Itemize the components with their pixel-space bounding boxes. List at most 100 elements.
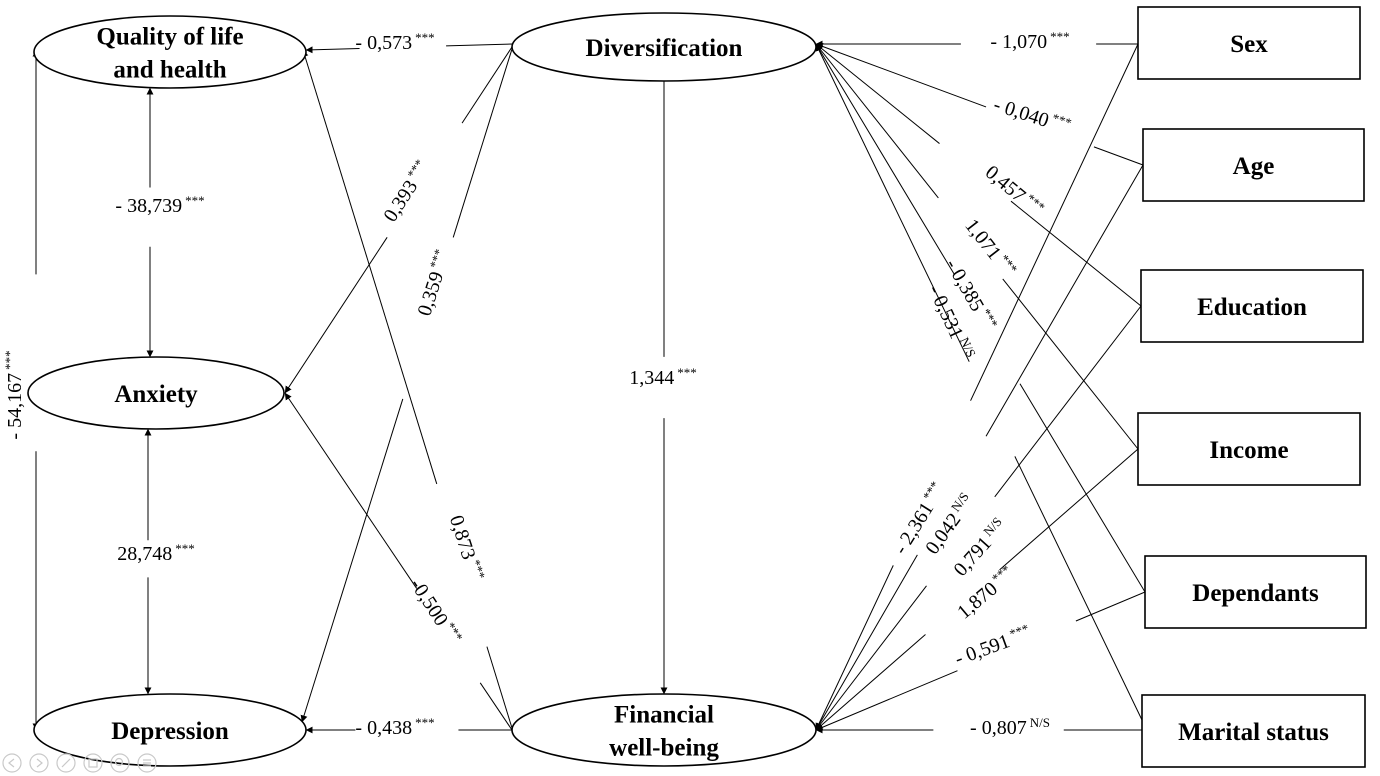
- coef-significance: ***: [404, 156, 427, 181]
- coef-label-education-diversification: 0,457***: [981, 160, 1048, 222]
- coef-value: 0,393: [379, 176, 422, 226]
- path-marital-to-diversification-tail: [1014, 456, 1143, 721]
- path-income-to-fwb-tail: [999, 448, 1139, 571]
- coef-label-qol-anxiety: - 38,739***: [115, 193, 204, 217]
- node-qol-ellipse: [33, 15, 307, 89]
- node-dependants-box: [1144, 555, 1367, 629]
- coef-label-fwb-qol: 0,873***: [445, 512, 489, 584]
- coef-label-diversification-anxiety: 0,393***: [378, 156, 435, 226]
- node-age: Age: [1142, 128, 1365, 202]
- coef-value: - 0,591: [952, 630, 1013, 670]
- coef-value: - 1,070: [990, 31, 1047, 53]
- zoom-icon[interactable]: [110, 753, 130, 773]
- path-dependants-to-diversification-tail: [1019, 383, 1146, 593]
- pen-icon[interactable]: [56, 753, 76, 773]
- path-fwb-to-qol-tail: [486, 646, 513, 729]
- path-diversification-to-depression-tail: [452, 48, 513, 238]
- node-diversification-ellipse: [511, 12, 817, 82]
- path-education-to-diversification-tail: [1010, 200, 1142, 307]
- node-marital-label: Marital status: [1178, 719, 1329, 746]
- node-age-box: [1142, 128, 1365, 202]
- node-marital-box: [1141, 694, 1366, 768]
- coef-significance: ***: [1007, 621, 1030, 642]
- coef-value: 0,873: [445, 513, 480, 563]
- node-anxiety-ellipse: [27, 356, 285, 430]
- coef-significance: ***: [989, 562, 1014, 586]
- node-dependants-label: Dependants: [1192, 580, 1319, 607]
- path-fwb-to-anxiety-tail: [479, 682, 513, 731]
- coef-label-fwb-anxiety: -0,500***: [406, 574, 467, 649]
- path-diversification-to-anxiety-tail: [461, 46, 513, 124]
- path-income-to-diversification-tail: [1002, 278, 1139, 450]
- path-diversification-to-depression-head: [300, 398, 404, 723]
- path-income-to-diversification-head: [815, 43, 939, 199]
- coef-label-diversification-qol: - 0,573***: [355, 30, 434, 54]
- path-dependants-to-diversification-head: [815, 43, 955, 275]
- coef-significance: ***: [979, 306, 1002, 330]
- paths-layer: [32, 40, 1146, 734]
- node-education-label: Education: [1197, 294, 1307, 321]
- grid-icon[interactable]: [83, 753, 103, 773]
- coef-significance: ***: [997, 252, 1021, 277]
- coef-value: 1,870: [953, 578, 1002, 624]
- node-dependants: Dependants: [1144, 555, 1367, 629]
- coef-value: 1,344: [629, 367, 674, 389]
- coef-significance: ***: [426, 247, 446, 270]
- node-depression-ellipse: [33, 693, 307, 767]
- path-sex-to-fwb-tail: [970, 43, 1139, 401]
- coef-value: 0,359: [413, 269, 448, 319]
- node-sex-box: [1137, 6, 1361, 80]
- node-fwb-label-line: Financial: [614, 702, 714, 729]
- node-age-label: Age: [1233, 153, 1275, 180]
- node-sex: Sex: [1137, 6, 1361, 80]
- node-income-label: Income: [1209, 437, 1288, 464]
- node-depression-label-line: Depression: [111, 718, 229, 745]
- path-age-to-diversification-head: [815, 43, 987, 108]
- coef-label-diversification-depression: 0,359***: [412, 247, 456, 319]
- viewer-controls: [2, 753, 157, 773]
- path-diversification-to-qol-tail: [446, 43, 513, 47]
- coef-significance: ***: [1023, 191, 1048, 215]
- path-education-to-diversification-head: [815, 43, 940, 144]
- path-age-to-fwb-tail: [985, 164, 1144, 437]
- coef-value: 0,457: [981, 161, 1030, 207]
- coef-label-dependants-fwb: - 0,591***: [951, 621, 1034, 671]
- node-diversification: Diversification: [511, 12, 817, 82]
- path-dependants-to-fwb-tail: [1075, 591, 1146, 622]
- coef-value: - 0,807: [970, 717, 1027, 739]
- node-fwb-ellipse: [511, 693, 817, 767]
- node-anxiety: Anxiety: [27, 356, 285, 430]
- node-sex-label: Sex: [1230, 31, 1268, 58]
- coef-significance: N/S: [980, 514, 1005, 539]
- path-diversification-to-anxiety-head: [284, 237, 388, 394]
- menu-icon[interactable]: [137, 753, 157, 773]
- coef-significance: N/S: [948, 489, 972, 514]
- coef-label-sex-diversification: - 1,070***: [990, 29, 1069, 53]
- coef-value: - 54,167: [4, 373, 26, 440]
- path-education-to-fwb-head: [815, 585, 927, 731]
- node-marital: Marital status: [1141, 694, 1366, 768]
- coef-significance: N/S: [1030, 715, 1050, 730]
- coef-significance: ***: [1050, 110, 1073, 130]
- coef-significance: ***: [415, 30, 435, 45]
- path-education-to-fwb-tail: [994, 305, 1142, 498]
- next-icon[interactable]: [29, 753, 49, 773]
- path-fwb-to-anxiety-head: [284, 392, 418, 589]
- node-qol-label-line: and health: [113, 57, 226, 84]
- coef-significance: ***: [1050, 29, 1070, 44]
- coef-value: 1,071: [960, 215, 1005, 264]
- coef-value: - 0,040: [991, 94, 1052, 132]
- path-age-to-diversification-tail: [1093, 146, 1144, 166]
- prev-icon[interactable]: [2, 753, 22, 773]
- coef-label-age-diversification: - 0,040***: [991, 92, 1074, 139]
- node-anxiety-label-line: Anxiety: [114, 381, 198, 408]
- coef-value: - 0,438: [355, 717, 412, 739]
- coef-significance: ***: [415, 715, 435, 730]
- coef-value: - 38,739: [115, 195, 182, 217]
- coef-value: - 0,573: [355, 32, 412, 54]
- coef-label-fwb-depression: - 0,438***: [355, 715, 434, 739]
